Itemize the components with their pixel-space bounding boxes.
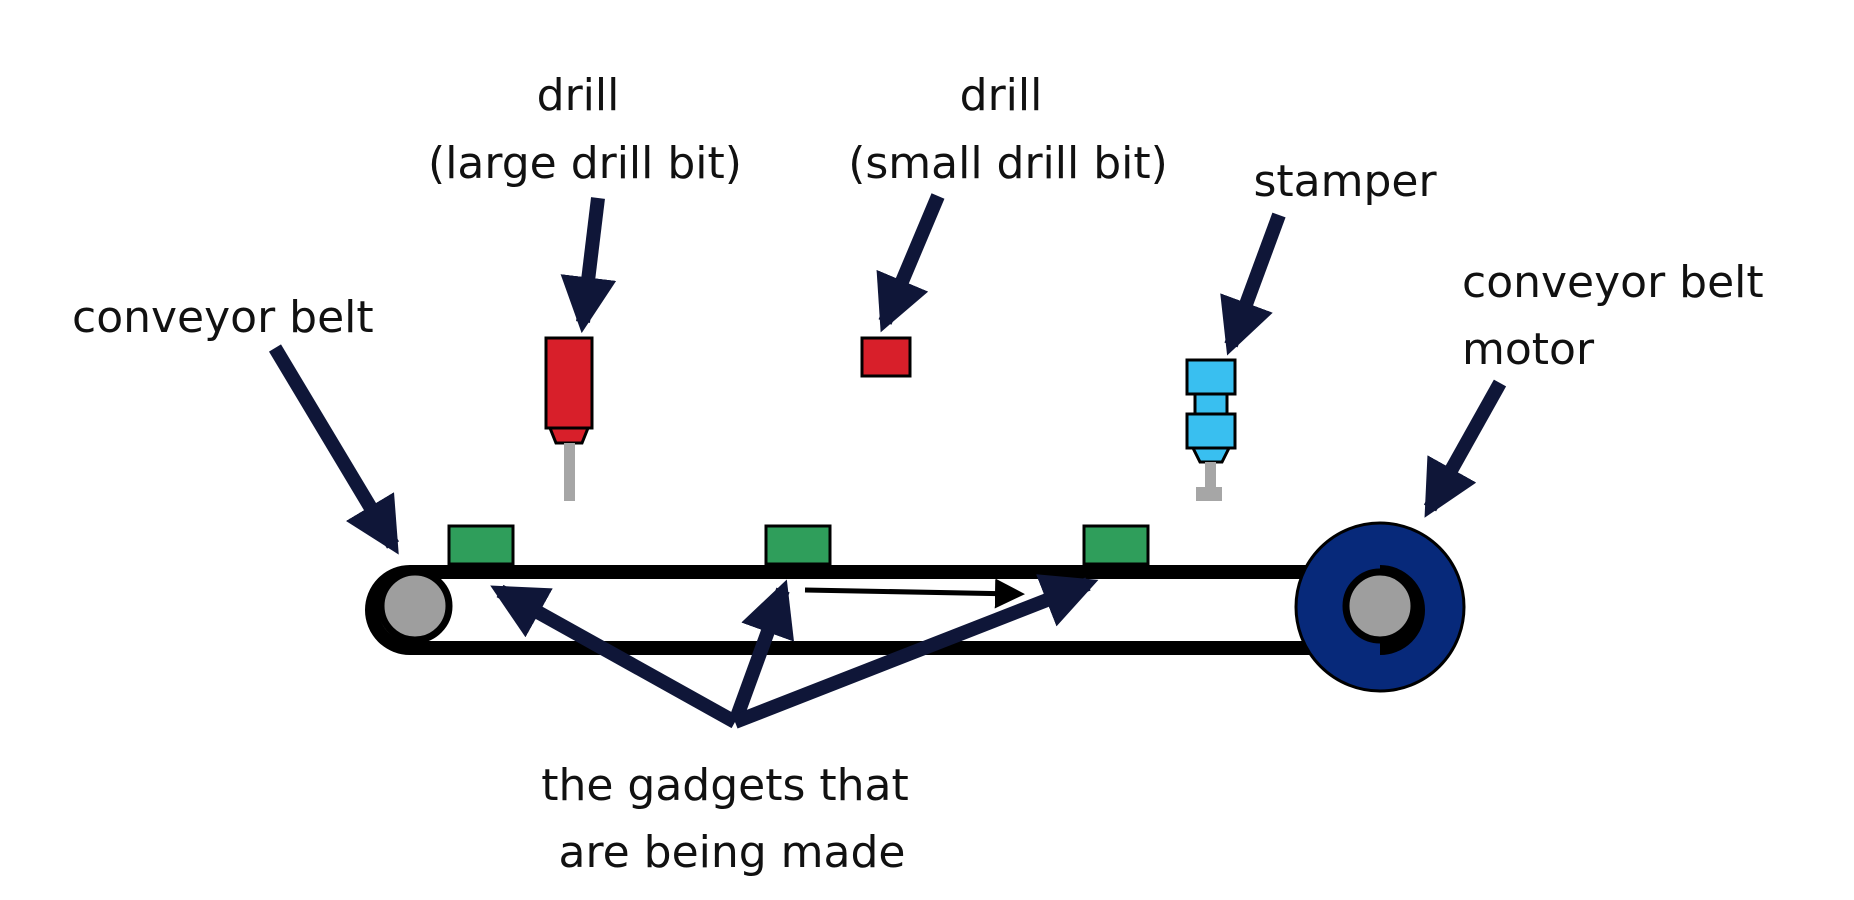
stamper-tool xyxy=(1185,358,1237,501)
gadget-1 xyxy=(447,524,515,566)
stamper-lower-block xyxy=(1185,412,1237,450)
arrow-to-motor xyxy=(1423,379,1507,518)
arrow-to-small-drill xyxy=(876,193,945,333)
belt-direction-arrow xyxy=(804,578,1025,609)
arrow-to-gadget-3 xyxy=(732,574,1099,729)
left-roller xyxy=(377,568,453,644)
large-drill-bit xyxy=(564,443,575,501)
conveyor-belt xyxy=(365,565,1380,655)
conveyor-belt-motor xyxy=(1294,521,1466,693)
large-drill xyxy=(544,336,594,501)
stamper-rod xyxy=(1205,462,1216,488)
large-drill-tip xyxy=(547,426,591,445)
label-motor-line-1: conveyor belt xyxy=(1462,257,1764,308)
label-large-drill-line-1: drill xyxy=(537,70,620,121)
stamper-top-block xyxy=(1185,358,1237,396)
stamper-tip xyxy=(1190,446,1232,464)
arrow-to-stamper xyxy=(1220,212,1286,356)
label-large-drill-line-2: (large drill bit) xyxy=(428,138,742,189)
motor-roller xyxy=(1342,568,1418,644)
large-drill-body xyxy=(544,336,594,430)
label-motor-line-2: motor xyxy=(1462,324,1595,375)
label-gadgets-line-2: are being made xyxy=(559,827,906,878)
arrow-to-conveyor-belt xyxy=(268,344,400,555)
label-small-drill-line-1: drill xyxy=(960,70,1043,121)
stamper-neck xyxy=(1193,392,1229,416)
label-gadgets: the gadgets that are being made xyxy=(541,760,923,878)
stamper-foot xyxy=(1196,487,1222,501)
arrow-to-gadget-1 xyxy=(490,584,739,729)
gadget-3 xyxy=(1082,524,1150,566)
label-motor: conveyor belt motor xyxy=(1462,257,1778,375)
label-stamper: stamper xyxy=(1253,156,1437,207)
label-small-drill: drill (small drill bit) xyxy=(848,70,1168,189)
label-gadgets-line-1: the gadgets that xyxy=(541,760,909,811)
label-conveyor-belt: conveyor belt xyxy=(72,292,374,343)
label-small-drill-line-2: (small drill bit) xyxy=(848,138,1168,189)
small-drill xyxy=(860,336,912,378)
arrow-to-large-drill xyxy=(560,197,617,334)
label-large-drill: drill (large drill bit) xyxy=(428,70,742,189)
gadget-2 xyxy=(764,524,832,566)
arrow-to-gadget-2 xyxy=(728,579,795,725)
